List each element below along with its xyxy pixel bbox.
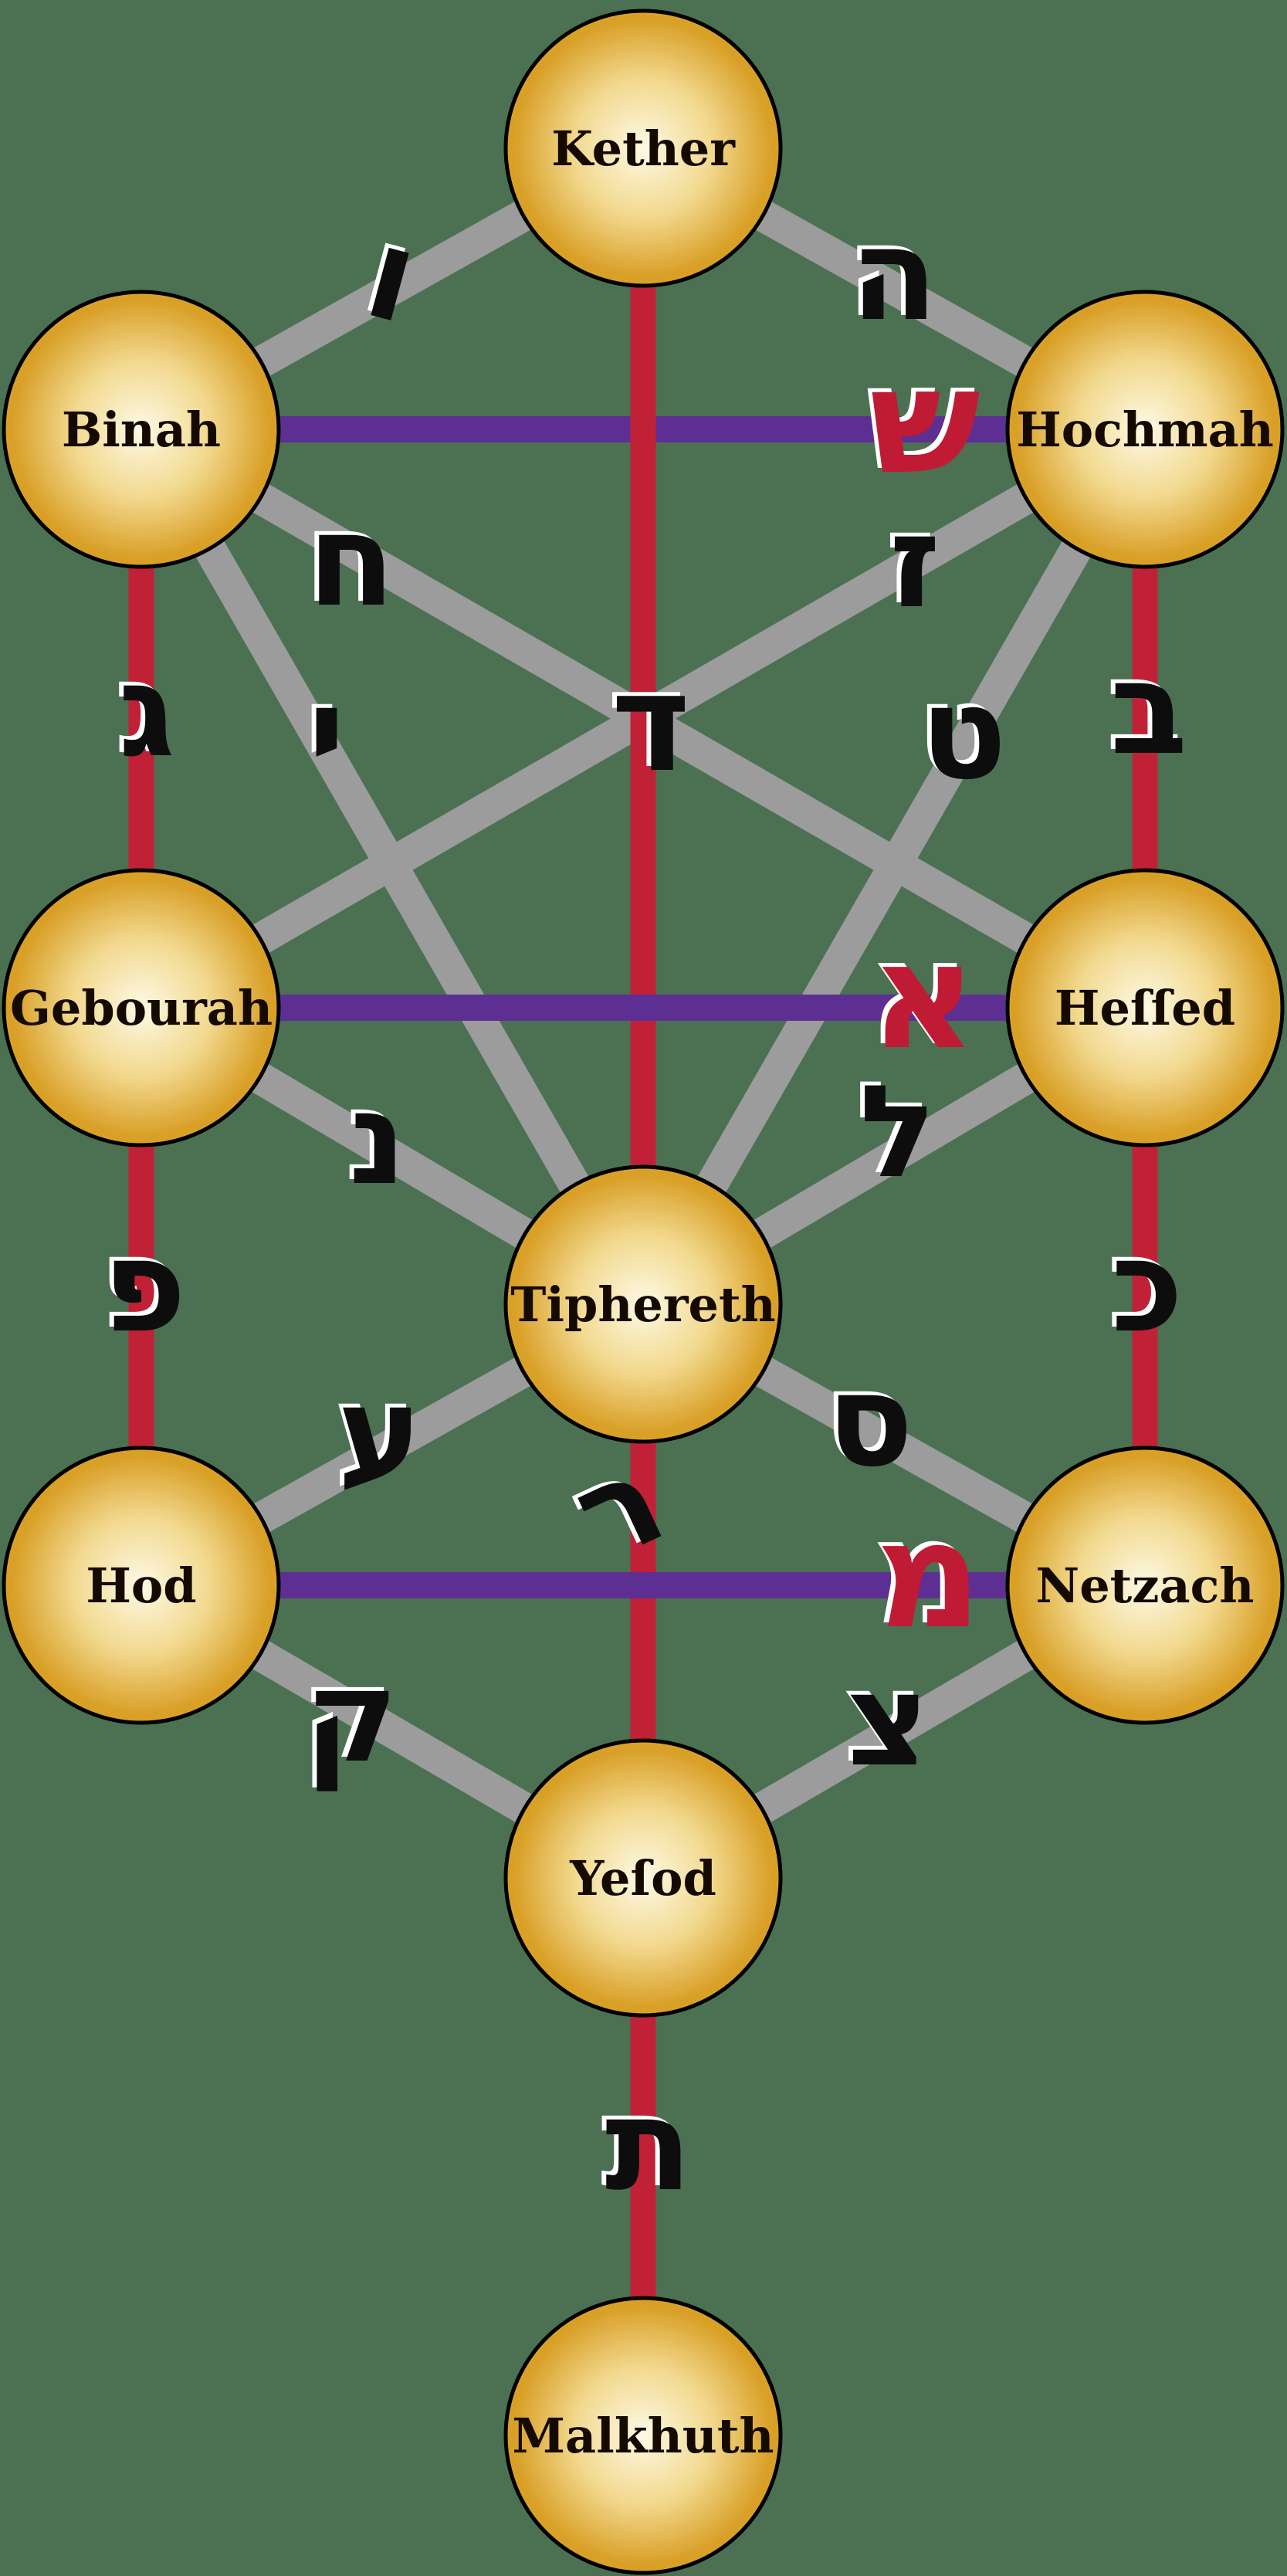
letter-kaph-icon: כ [1111, 1212, 1183, 1361]
letter-he-highlight: ה [845, 197, 933, 345]
letter-ayin-group: עע [333, 1355, 422, 1507]
letter-aleph-icon: א [870, 911, 977, 1082]
letter-he-icon: ה [850, 201, 937, 349]
node-gebourah-label: Gebourah [10, 980, 273, 1036]
letter-beth-icon: ב [1110, 635, 1188, 783]
letter-mem-icon: מ [875, 1490, 982, 1661]
letter-heth-icon: ח [307, 486, 395, 635]
letter-daleth-highlight: ד [607, 642, 686, 798]
letter-tav-icon: ת [605, 2071, 693, 2219]
letter-teth-group: טט [916, 656, 1007, 808]
letter-kaph-group: ככ [1106, 1208, 1183, 1361]
letter-tsadi-icon: צ [846, 1646, 930, 1795]
letter-lamed-group: לל [855, 1054, 936, 1206]
letter-daleth-group: דד [607, 642, 691, 802]
node-hochmah-circle [1005, 290, 1285, 569]
letter-pe-icon: פ [103, 1212, 187, 1361]
node-tiphereth: Tiphereth [503, 1164, 783, 1444]
node-malkhuth-circle [503, 2296, 783, 2575]
letter-samekh-icon: ס [827, 1347, 913, 1495]
node-hochmah: Hochmah [1005, 290, 1285, 569]
letter-gimel-highlight: ג [113, 633, 171, 781]
letter-aleph-highlight: א [865, 907, 972, 1078]
letter-samekh-group: סס [822, 1343, 913, 1495]
letter-zayin-icon: ז [889, 488, 940, 636]
node-yesod-circle [503, 1738, 783, 2018]
node-malkhuth-label: Malkhuth [512, 2408, 774, 2464]
node-tiphereth-circle [503, 1164, 783, 1444]
letter-samekh-highlight: ס [822, 1343, 909, 1491]
path-binah-tiphereth [127, 421, 658, 1313]
node-hessed-circle [1005, 868, 1285, 1147]
letter-daleth-icon: ד [611, 646, 691, 802]
node-yesod-label: Yeſod [569, 1850, 716, 1907]
letter-qoph-icon: ק [304, 1642, 398, 1791]
letter-gimel-icon: ג [118, 637, 175, 785]
letter-kaph-highlight: כ [1106, 1208, 1178, 1357]
node-binah-label: Binah [62, 402, 221, 458]
letter-nun-highlight: נ [344, 1061, 402, 1209]
letter-shin-group: שש [865, 332, 980, 507]
letter-yod-icon: י [308, 659, 346, 808]
node-kether: Kether [503, 8, 783, 288]
letter-beth-group: בב [1106, 631, 1188, 783]
letter-mem-highlight: מ [871, 1486, 977, 1657]
letter-he-group: הה [845, 197, 937, 349]
letter-teth-icon: ט [920, 659, 1007, 808]
letter-lamed-highlight: ל [855, 1054, 932, 1202]
letter-yod-group: יי [303, 656, 346, 808]
letter-gimel-group: גג [113, 633, 175, 785]
letter-zayin-group: זז [885, 484, 940, 636]
node-binah: Binah [2, 290, 281, 569]
letter-shin-highlight: ש [865, 332, 976, 503]
letter-ayin-highlight: ע [333, 1355, 418, 1503]
letter-heth-group: חח [303, 483, 395, 635]
node-hod-label: Hod [86, 1557, 196, 1614]
node-binah-circle [2, 290, 281, 569]
letter-mem-group: ממ [871, 1486, 982, 1661]
letter-qoph-group: קק [300, 1639, 398, 1791]
node-hessed: Heſſed [1005, 868, 1285, 1147]
letter-tsadi-group: צצ [842, 1642, 930, 1795]
letter-tav-group: תת [601, 2067, 693, 2219]
letter-beth-highlight: ב [1106, 631, 1184, 779]
letter-tav-highlight: ת [601, 2067, 688, 2215]
letter-pe-group: פפ [98, 1208, 187, 1361]
letter-qoph-highlight: ק [300, 1639, 394, 1788]
path-hochmah-tiphereth [628, 421, 1160, 1313]
letter-shin-icon: ש [869, 336, 980, 507]
letter-pe-highlight: פ [98, 1208, 182, 1357]
letter-yod-highlight: י [303, 656, 341, 804]
letter-heth-highlight: ח [303, 483, 390, 631]
node-tiphereth-label: Tiphereth [510, 1276, 775, 1333]
node-malkhuth: Malkhuth [503, 2296, 783, 2575]
letter-nun-icon: נ [349, 1065, 407, 1213]
node-gebourah: Gebourah [2, 868, 281, 1147]
node-hod: Hod [2, 1446, 281, 1725]
node-hod-circle [2, 1446, 281, 1725]
node-hochmah-label: Hochmah [1016, 402, 1274, 458]
letter-ayin-icon: ע [337, 1359, 422, 1507]
node-hessed-label: Heſſed [1055, 980, 1235, 1036]
letter-tsadi-highlight: צ [842, 1642, 925, 1791]
node-netzach-label: Netzach [1036, 1557, 1255, 1614]
node-yesod: Yeſod [503, 1738, 783, 2018]
letter-nun-group: ננ [344, 1061, 407, 1213]
node-kether-circle [503, 8, 783, 288]
letter-aleph-group: אא [865, 907, 977, 1082]
letter-teth-highlight: ט [916, 656, 1002, 804]
letter-lamed-icon: ל [859, 1058, 936, 1206]
node-netzach-circle [1005, 1446, 1285, 1725]
node-netzach: Netzach [1005, 1446, 1285, 1725]
node-kether-label: Kether [551, 120, 736, 177]
letter-zayin-highlight: ז [885, 484, 936, 632]
node-gebourah-circle [2, 868, 281, 1147]
